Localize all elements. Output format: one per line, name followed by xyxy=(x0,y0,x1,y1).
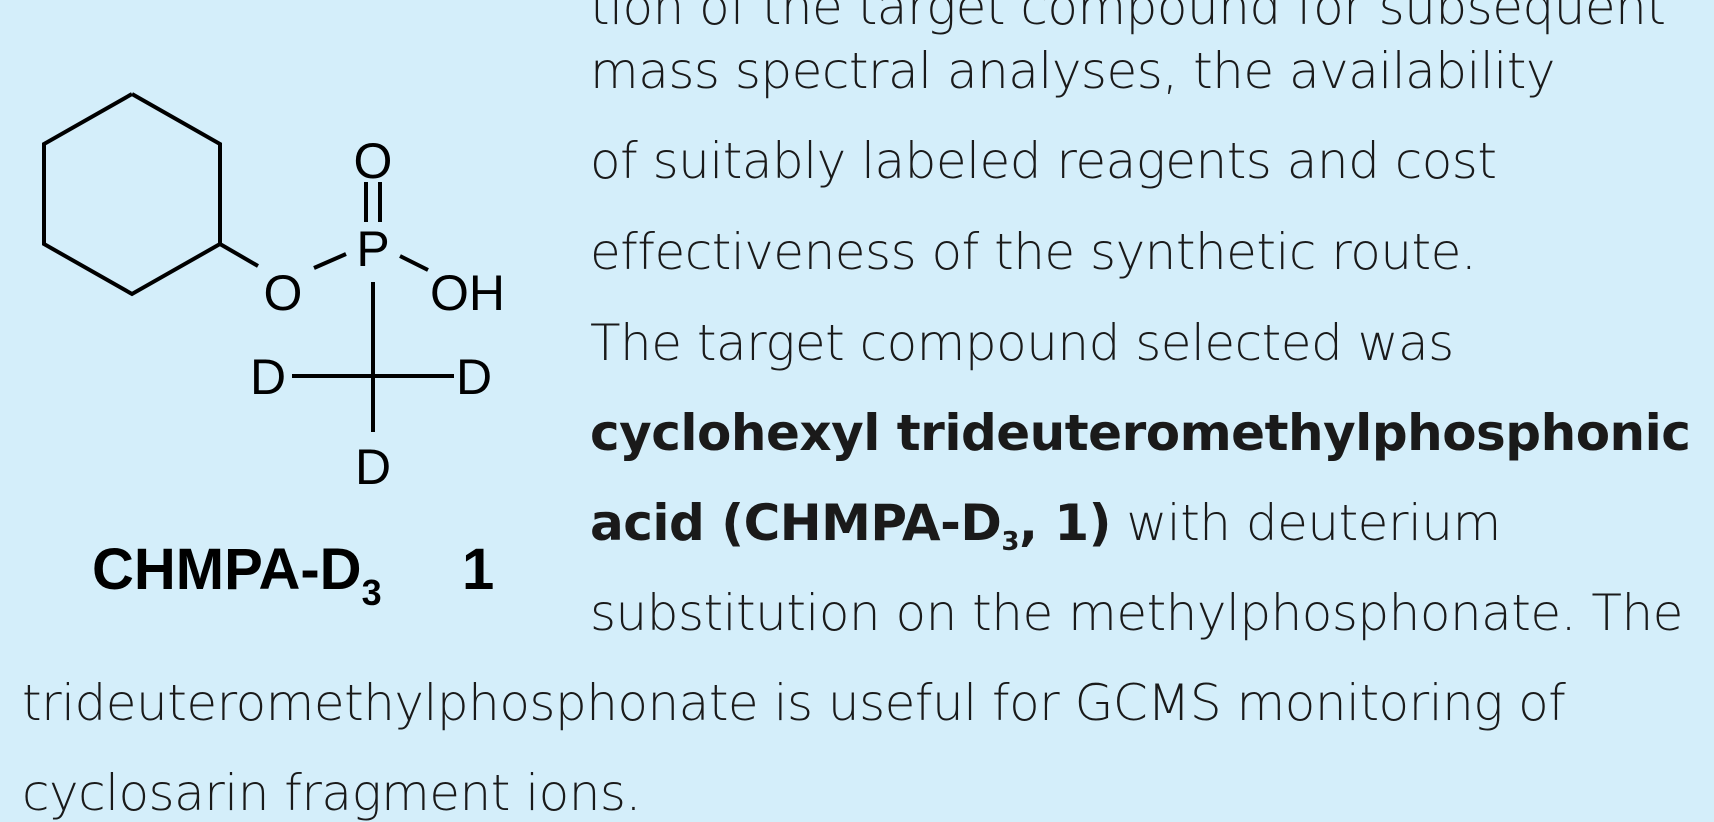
atom-o-left: O xyxy=(264,265,303,321)
text-line-1: mass spectral analyses, the availability xyxy=(590,42,1555,100)
text-line-6: acid (CHMPA-D3, 1) with deuterium xyxy=(590,498,1501,555)
compound-abbrev-sub: 3 xyxy=(1001,527,1019,557)
text-line-0: tion of the target compound for subseque… xyxy=(590,0,1666,36)
atom-o-top: O xyxy=(354,133,393,189)
text-line-9: cyclosarin fragment ions. xyxy=(22,764,641,822)
atom-d-bottom: D xyxy=(355,439,391,495)
compound-label-sub: 3 xyxy=(362,572,382,613)
compound-abbrev-bold-a: acid (CHMPA-D xyxy=(590,494,1002,552)
text-line-2: of suitably labeled reagents and cost xyxy=(590,132,1497,190)
text-line-4: The target compound selected was xyxy=(590,314,1454,372)
chmpa-d3-structure: O P O OH D D D CHMPA-D3 1 xyxy=(42,92,505,613)
text-line-6-rest: with deuterium xyxy=(1111,494,1501,552)
bond-ring-o xyxy=(218,242,260,268)
text-line-7: substitution on the methylphosphonate. T… xyxy=(590,584,1683,642)
text-line-5: cyclohexyl trideuteromethylphosphonic xyxy=(590,408,1691,458)
compound-abbrev-bold-b: , 1) xyxy=(1018,494,1112,552)
cyclohexane-ring xyxy=(42,92,222,297)
bond-o-p xyxy=(313,252,347,270)
compound-label: CHMPA-D3 xyxy=(92,537,382,613)
compound-label-main: CHMPA-D xyxy=(92,537,362,602)
atom-d-left: D xyxy=(250,349,286,405)
compound-number: 1 xyxy=(462,537,494,602)
atom-oh: OH xyxy=(430,265,505,321)
text-line-8: trideuteromethylphosphonate is useful fo… xyxy=(22,674,1566,732)
atom-p: P xyxy=(356,221,389,277)
text-line-3: effectiveness of the synthetic route. xyxy=(590,223,1477,281)
atom-d-right: D xyxy=(456,349,492,405)
bond-p-oh xyxy=(399,254,429,272)
compound-name-bold: cyclohexyl trideuteromethylphosphonic xyxy=(590,404,1691,462)
